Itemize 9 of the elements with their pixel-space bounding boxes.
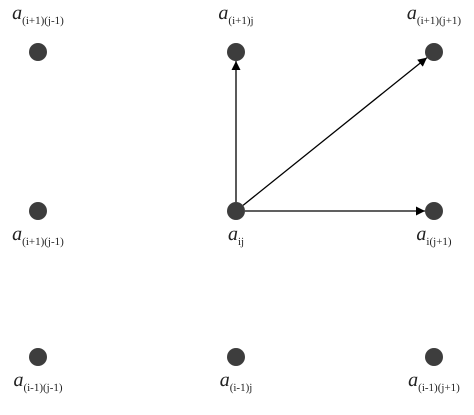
node-label: a$_{(i+1)(j+1)}$ <box>406 3 462 27</box>
node-label: a$_{ij}$ <box>228 224 244 248</box>
node-label: a$_{(i-1)j}$ <box>220 370 252 394</box>
node-label: a$_{(i+1)j}$ <box>218 3 254 27</box>
node-label: a$_{i(j+1)}$ <box>416 224 452 248</box>
node-label: a$_{(i+1)(j-1)}$ <box>12 224 64 248</box>
node-label: a$_{(i-1)(j+1)}$ <box>408 370 460 394</box>
node-label: a$_{(i-1)(j-1)}$ <box>13 370 63 394</box>
node-label: a$_{(i+1)(j-1)}$ <box>12 3 64 27</box>
